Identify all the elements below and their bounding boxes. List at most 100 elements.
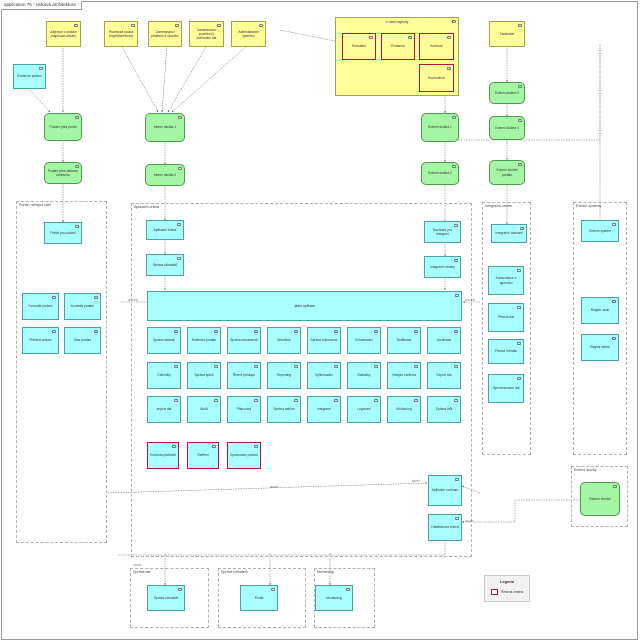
business-icon bbox=[447, 36, 451, 39]
module-cell[interactable]: Správa rozhodnutí bbox=[307, 327, 341, 354]
module-cell[interactable]: Číselníky bbox=[147, 362, 181, 389]
module-cell[interactable]: Plánování bbox=[227, 396, 261, 423]
app-label: Statistiky bbox=[357, 373, 371, 378]
app-left-top[interactable]: Portál pro podání bbox=[44, 222, 82, 244]
module-cell[interactable]: Export dat bbox=[427, 362, 461, 389]
service-r4[interactable]: Externí služba 4 bbox=[489, 116, 525, 140]
group-label: Aplikační vrstva bbox=[134, 205, 160, 209]
service-ext-a[interactable]: Podání přes portál bbox=[44, 113, 82, 141]
app-r1-item[interactable]: Synchronizace dat bbox=[488, 374, 524, 403]
app-bottom-2[interactable]: Portál bbox=[240, 585, 278, 611]
service-r3[interactable]: Externí služba 3 bbox=[489, 82, 525, 104]
edge-label: REST bbox=[270, 485, 279, 489]
actor-obcan[interactable]: Zájemce o podání (například občan) bbox=[46, 21, 81, 47]
service-r2[interactable]: Externí služba 2 bbox=[421, 162, 459, 185]
service-portal[interactable]: Externí služba portálu bbox=[489, 160, 525, 185]
red-cell[interactable]: Zpracování podání bbox=[227, 442, 261, 469]
component-icon bbox=[174, 399, 178, 402]
app-left-1[interactable]: Formulář podání bbox=[22, 293, 59, 320]
app-left-2[interactable]: Kontrola podání bbox=[64, 293, 101, 320]
service-label: Podání přes portál bbox=[49, 124, 77, 129]
actor-zamestnanci2[interactable]: Zaměstnanci pověření k ověřování dat bbox=[189, 21, 224, 47]
module-cell[interactable]: Monitoring bbox=[387, 396, 421, 423]
service-ext-b[interactable]: Podání přes datovou schránku bbox=[44, 162, 82, 184]
agenda-item[interactable]: Kontrola bbox=[419, 33, 454, 60]
component-icon bbox=[294, 330, 298, 333]
module-cell[interactable]: Archivace bbox=[427, 327, 461, 354]
app-bottom-3[interactable]: Monitoring bbox=[315, 585, 353, 611]
actor-pravnicka[interactable]: Právnická osoba (například firma) bbox=[104, 21, 138, 47]
module-cell[interactable]: Správa dokumentů bbox=[227, 327, 261, 354]
red-cell[interactable]: Kontrola platnosti bbox=[147, 442, 179, 469]
app-r2-item[interactable]: Registr adres bbox=[581, 334, 619, 361]
business-actor-icon bbox=[452, 20, 456, 23]
app-r1-item[interactable]: Komunikace s agendou bbox=[488, 266, 524, 295]
business-icon bbox=[408, 36, 412, 39]
app-label: Portál pro podání bbox=[50, 230, 76, 235]
app-main-sub[interactable]: Správa uživatelů bbox=[146, 254, 184, 276]
app-left-3[interactable]: Přehled podání bbox=[22, 327, 59, 354]
app-main-top[interactable]: Aplikační brána bbox=[146, 220, 184, 240]
group-bottom-1: Správa dat bbox=[130, 568, 209, 628]
component-icon bbox=[174, 365, 178, 368]
app-center-db[interactable]: Databázová vrstva bbox=[428, 514, 462, 541]
module-cell[interactable]: Integrace bbox=[307, 396, 341, 423]
app-right-top[interactable]: Rozhraní pro integraci bbox=[424, 221, 461, 243]
app-center-api[interactable]: Aplikační rozhraní bbox=[428, 475, 462, 506]
agenda-item[interactable]: Schválení bbox=[342, 33, 376, 60]
app-banner[interactable]: Jádro aplikace bbox=[147, 291, 462, 321]
component-icon bbox=[517, 269, 521, 272]
group-bottom-2: Správa uživatelů bbox=[218, 568, 306, 628]
agenda-item[interactable]: Evidence bbox=[381, 33, 415, 60]
group-right-2: Externí systémy bbox=[573, 202, 627, 455]
module-cell[interactable]: Správa žádostí bbox=[147, 327, 181, 354]
service-r1[interactable]: Externí služba 1 bbox=[421, 113, 459, 142]
module-cell[interactable]: Workflow bbox=[267, 327, 301, 354]
module-cell[interactable]: Notifikace bbox=[387, 327, 421, 354]
module-cell[interactable]: Správa spisů bbox=[187, 362, 221, 389]
app-label: Správa spisů bbox=[194, 373, 214, 378]
app-r2-item[interactable]: Registr osob bbox=[581, 297, 619, 324]
edge-label: SOAP bbox=[465, 519, 474, 523]
app-r1-item[interactable]: Převod formátu bbox=[488, 339, 524, 364]
app-bottom-1[interactable]: Správa uživatelů bbox=[147, 585, 185, 611]
actor-zadatel[interactable]: Zadavatel bbox=[489, 21, 525, 47]
component-icon bbox=[271, 588, 275, 591]
app-r1-item[interactable]: Přenos dat bbox=[488, 303, 524, 332]
actor-zamestnanec[interactable]: Zaměstnanci přidělení k úkonům bbox=[148, 21, 182, 47]
module-cell[interactable]: Statistiky bbox=[347, 362, 381, 389]
module-cell[interactable]: Reporting bbox=[267, 362, 301, 389]
app-side-evidence[interactable]: Evidence podání bbox=[13, 64, 46, 89]
service-label: Externí služba 4 bbox=[495, 125, 519, 130]
module-cell[interactable]: Řízení přístupu bbox=[227, 362, 261, 389]
actor-label: Právnická osoba (například firma) bbox=[108, 29, 134, 38]
module-cell[interactable]: Vstupní kontrola bbox=[387, 362, 421, 389]
app-label: Databázová vrstva bbox=[431, 525, 459, 530]
app-label: Jádro aplikace bbox=[293, 303, 316, 308]
module-cell[interactable]: Logování bbox=[347, 396, 381, 423]
service-int-b[interactable]: Interní služba 2 bbox=[145, 164, 185, 186]
service-int-a[interactable]: Interní služba 1 bbox=[145, 113, 185, 142]
agenda-item[interactable]: Rozhodnutí bbox=[419, 64, 454, 92]
service-external[interactable]: Externí služba bbox=[580, 482, 620, 516]
app-label: Synchronizace dat bbox=[492, 386, 520, 391]
module-cell[interactable]: Evidence podání bbox=[187, 327, 221, 354]
actor-administratori[interactable]: Administrátoři systému bbox=[231, 21, 266, 47]
app-label: Správa lhůt bbox=[435, 407, 453, 412]
app-label: Integrační služby bbox=[430, 264, 455, 269]
red-cell[interactable]: Ověření bbox=[187, 442, 219, 469]
component-icon bbox=[374, 399, 378, 402]
module-cell[interactable]: Správa šablon bbox=[267, 396, 301, 423]
module-cell[interactable]: Import dat bbox=[147, 396, 181, 423]
module-cell[interactable]: Schvalování bbox=[347, 327, 381, 354]
module-cell[interactable]: Audit bbox=[187, 396, 221, 423]
agenda-item-label: Rozhodnutí bbox=[428, 75, 445, 80]
app-left-4[interactable]: Stav podání bbox=[64, 327, 101, 354]
app-right-sub[interactable]: Integrační služby bbox=[424, 256, 461, 278]
app-r1-top[interactable]: Integrační rozhraní bbox=[491, 224, 527, 243]
module-cell[interactable]: Správa lhůt bbox=[427, 396, 461, 423]
module-cell[interactable]: Vyhledávání bbox=[307, 362, 341, 389]
service-icon bbox=[178, 167, 182, 170]
service-label: Podání přes datovou schránku bbox=[47, 168, 79, 177]
app-r2-top[interactable]: Externí systém bbox=[581, 220, 619, 242]
